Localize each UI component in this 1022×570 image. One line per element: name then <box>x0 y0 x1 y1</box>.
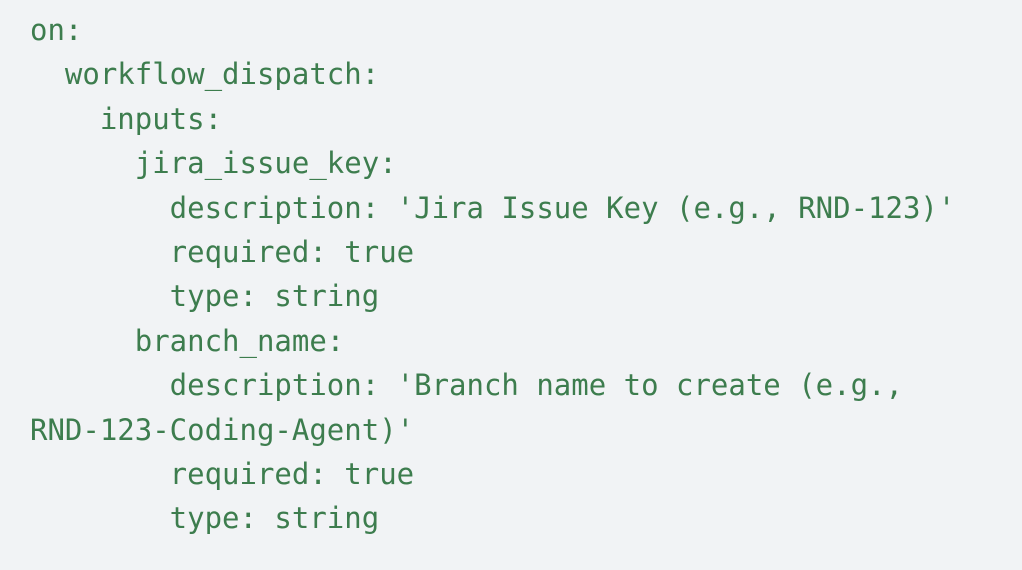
code-line: on: <box>30 13 83 47</box>
code-line: jira_issue_key: <box>30 146 397 181</box>
code-line: description: 'Jira Issue Key (e.g., RND-… <box>30 190 956 225</box>
code-line: type: string <box>30 501 380 536</box>
code-line: RND-123-Coding-Agent)' <box>30 412 415 447</box>
code-line: description: 'Branch name to create (e.g… <box>30 368 903 403</box>
code-line: workflow_dispatch: <box>30 57 380 92</box>
code-line: required: true <box>30 457 415 492</box>
code-line: inputs: <box>30 101 223 136</box>
code-line: type: string <box>30 279 380 314</box>
code-line: required: true <box>30 235 415 270</box>
code-line: branch_name: <box>30 323 345 358</box>
